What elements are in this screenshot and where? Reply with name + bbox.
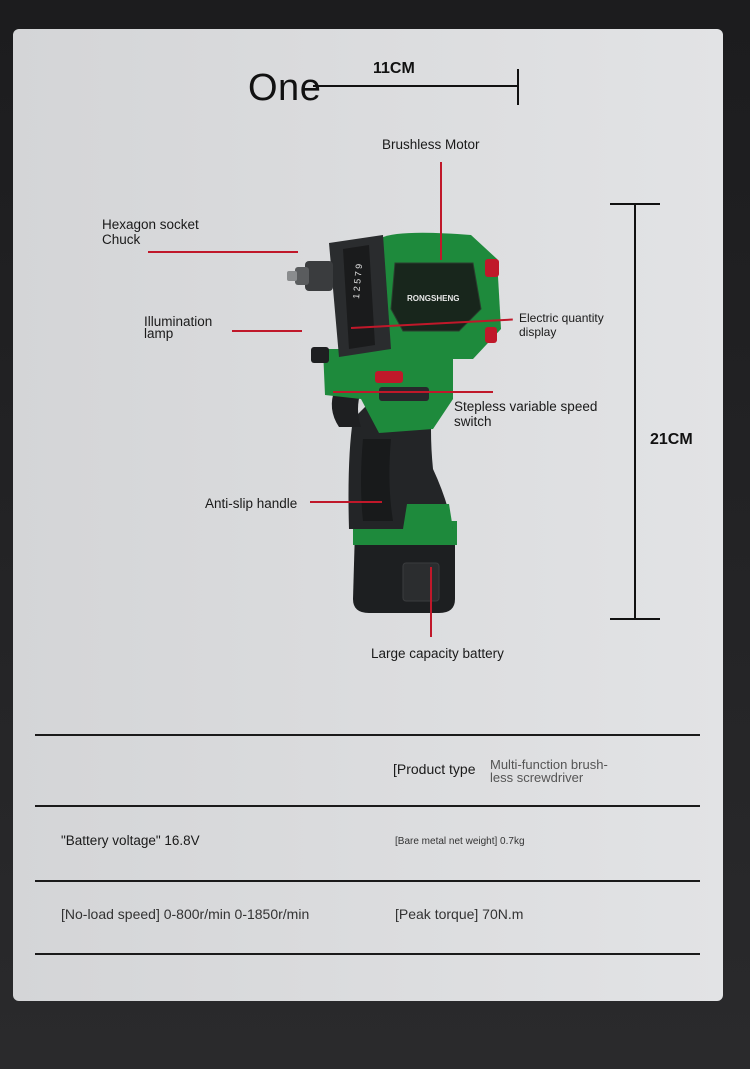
callout-illumination-line2: lamp (144, 326, 174, 341)
spec-product-type-value-line1: Multi-function brush- (490, 757, 608, 772)
width-dimension-label: 11CM (373, 60, 415, 77)
callout-line-illumination (232, 330, 302, 332)
brand-label: RONGSHENG (407, 294, 459, 303)
callout-stepless-switch: Stepless variable speed switch (454, 399, 597, 429)
clutch-numbers: 1 2 5 7 9 (351, 263, 364, 299)
callout-stepless-switch-line2: switch (454, 414, 492, 429)
width-dimension-line (313, 85, 519, 87)
spec-peak-torque: [Peak torque] 70N.m (395, 906, 524, 922)
callout-hex-chuck: Hexagon socket Chuck (102, 217, 199, 247)
callout-line-brushless-motor (440, 162, 442, 260)
callout-electric-display-line2: display (519, 325, 557, 339)
product-card: One 11CM 21CM RONGSHENG 1 2 5 7 9 (13, 29, 723, 1001)
spec-battery-voltage: "Battery voltage" 16.8V (61, 833, 200, 848)
page-title: One (248, 67, 322, 109)
callout-battery: Large capacity battery (371, 646, 504, 661)
spec-no-load-speed: [No-load speed] 0-800r/min 0-1850r/min (61, 906, 310, 922)
spec-divider-1 (35, 734, 700, 736)
height-dimension-label: 21CM (650, 431, 693, 448)
callout-line-hex-chuck (148, 251, 298, 253)
spec-product-type-value: Multi-function brush- less screwdriver (490, 758, 608, 784)
callout-line-battery (430, 567, 432, 637)
spec-divider-3 (35, 880, 700, 882)
spec-divider-2 (35, 805, 700, 807)
callout-hex-chuck-line1: Hexagon socket (102, 217, 199, 232)
callout-illumination-line1: Illumination (144, 314, 213, 329)
callout-anti-slip: Anti-slip handle (205, 496, 298, 511)
spec-product-type-label: [Product type (393, 761, 476, 777)
width-dimension-tick (517, 69, 519, 105)
callout-line-stepless-switch (333, 391, 493, 393)
callout-hex-chuck-line2: Chuck (102, 232, 141, 247)
callout-illumination: Illumination lamp (144, 314, 213, 341)
callout-brushless-motor: Brushless Motor (382, 137, 480, 152)
callout-stepless-switch-line1: Stepless variable speed (454, 399, 598, 414)
callout-line-anti-slip (310, 501, 382, 503)
callout-electric-display-line1: Electric quantity (519, 311, 604, 325)
height-dimension-line (634, 204, 636, 619)
spec-product-type-value-line2: less screwdriver (490, 770, 584, 785)
spec-net-weight: [Bare metal net weight] 0.7kg (395, 836, 525, 847)
callout-electric-display: Electric quantity display (519, 311, 604, 339)
spec-divider-4 (35, 953, 700, 955)
height-dimension-bottom (610, 618, 660, 620)
